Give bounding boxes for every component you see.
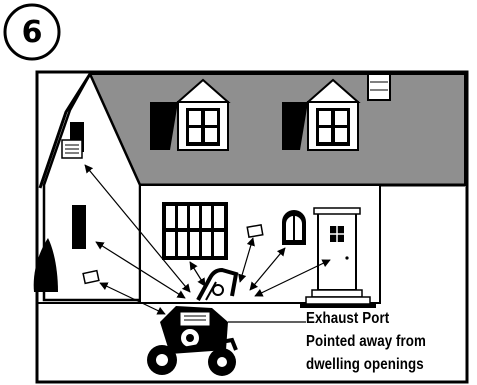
chimney xyxy=(367,73,391,101)
caption-line-3: dwelling openings xyxy=(306,356,424,373)
bush xyxy=(33,238,58,292)
side-vent xyxy=(82,269,100,285)
front-vent xyxy=(246,223,264,239)
illustration-frame xyxy=(35,70,469,384)
front-door xyxy=(313,207,361,291)
dormer-window-left xyxy=(150,78,231,151)
caption-line-1: Exhaust Port xyxy=(306,310,390,327)
front-window-large xyxy=(162,202,228,260)
arched-window xyxy=(282,210,306,245)
exhaust-arrows xyxy=(84,164,331,315)
pressure-washer xyxy=(147,267,306,376)
caption-line-2: Pointed away from xyxy=(306,333,426,350)
side-window-upper xyxy=(61,122,84,159)
dormer-window-right xyxy=(282,78,361,151)
roof xyxy=(88,73,466,186)
step-number-badge xyxy=(3,3,61,61)
step-number: 6 xyxy=(21,15,43,50)
side-window-lower xyxy=(72,205,86,249)
